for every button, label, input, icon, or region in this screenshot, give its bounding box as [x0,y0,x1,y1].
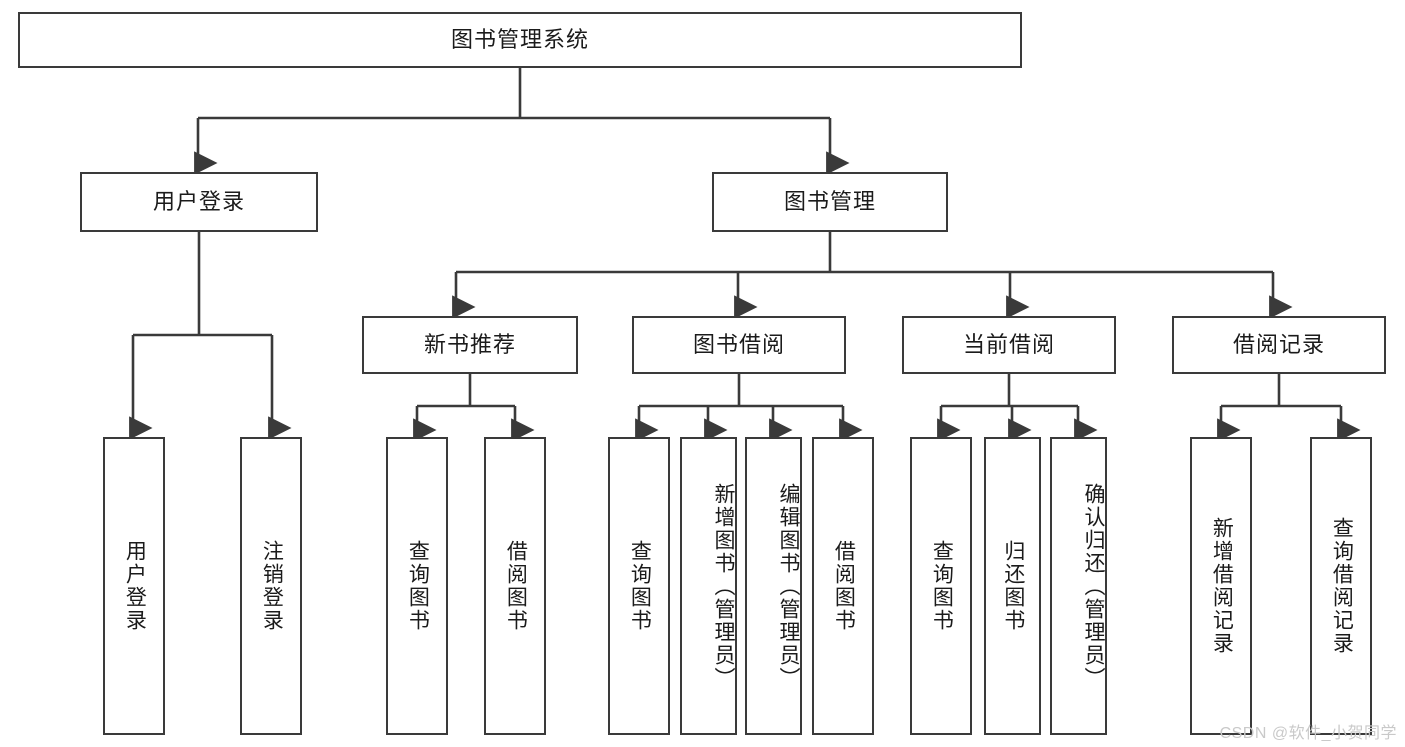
leaf-add-borrow-record[interactable]: 新增借阅记录 [1190,437,1252,735]
node-book-borrow[interactable]: 图书借阅 [632,316,846,374]
leaf-logout[interactable]: 注销登录 [240,437,302,735]
leaf-return-book[interactable]: 归还图书 [984,437,1041,735]
leaf-query-borrow-record[interactable]: 查询借阅记录 [1310,437,1372,735]
node-current-borrow[interactable]: 当前借阅 [902,316,1116,374]
leaf-confirm-return-admin[interactable]: 确认归还（管理员） [1050,437,1107,735]
leaf-borrow-book[interactable]: 借阅图书 [812,437,874,735]
leaf-query-book-current[interactable]: 查询图书 [910,437,972,735]
node-borrow-record[interactable]: 借阅记录 [1172,316,1386,374]
leaf-user-login[interactable]: 用户登录 [103,437,165,735]
leaf-query-book-recommend[interactable]: 查询图书 [386,437,448,735]
node-root[interactable]: 图书管理系统 [18,12,1022,68]
leaf-add-book-admin[interactable]: 新增图书（管理员） [680,437,737,735]
leaf-borrow-book-recommend[interactable]: 借阅图书 [484,437,546,735]
leaf-edit-book-admin[interactable]: 编辑图书（管理员） [745,437,802,735]
node-new-book-recommend[interactable]: 新书推荐 [362,316,578,374]
leaf-query-book-borrow[interactable]: 查询图书 [608,437,670,735]
node-book-management[interactable]: 图书管理 [712,172,948,232]
node-user-login[interactable]: 用户登录 [80,172,318,232]
